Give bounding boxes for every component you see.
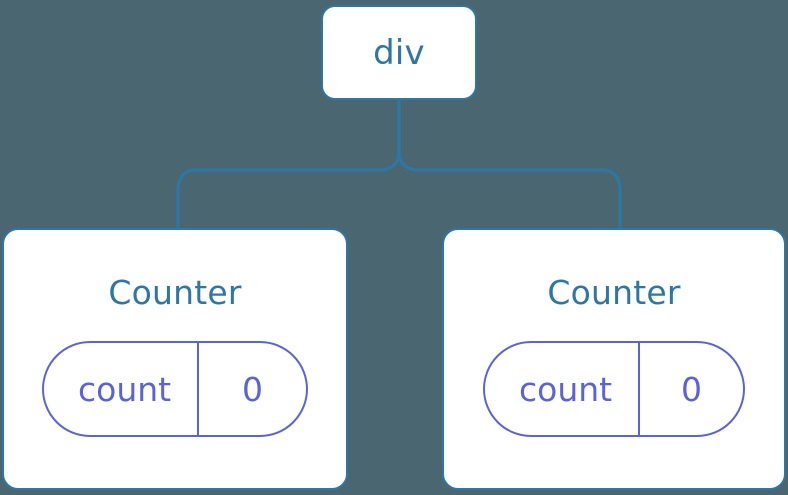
node-div[interactable]: div bbox=[321, 5, 477, 100]
state-pill-right-key: count bbox=[519, 369, 613, 409]
node-counter-left[interactable]: Counter count 0 bbox=[2, 228, 348, 490]
state-pill-left-value: 0 bbox=[197, 343, 306, 435]
node-div-label: div bbox=[373, 32, 425, 73]
state-pill-left[interactable]: count 0 bbox=[42, 341, 308, 437]
state-pill-right[interactable]: count 0 bbox=[483, 341, 745, 437]
state-pill-left-key: count bbox=[78, 369, 172, 409]
node-counter-right-label: Counter bbox=[547, 273, 681, 312]
node-counter-left-label: Counter bbox=[108, 273, 242, 312]
node-counter-right[interactable]: Counter count 0 bbox=[442, 228, 786, 490]
state-pill-right-value: 0 bbox=[638, 343, 743, 435]
edge-root-to-left-counter bbox=[176, 98, 401, 234]
edge-root-to-right-counter bbox=[397, 150, 622, 234]
